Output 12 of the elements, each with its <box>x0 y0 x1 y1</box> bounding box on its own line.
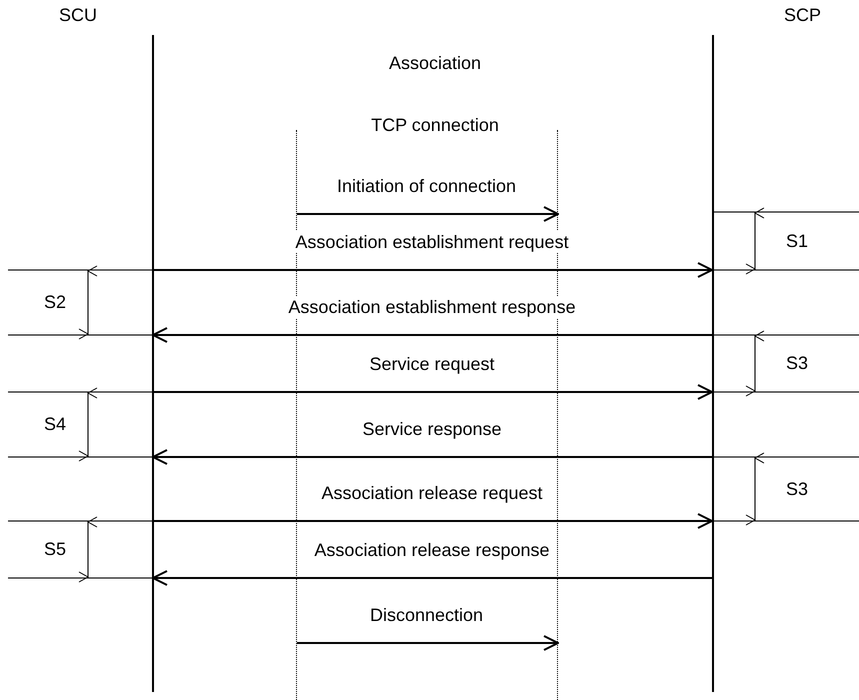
arrow <box>152 449 712 465</box>
arrow <box>153 262 713 278</box>
lifeline-title: SCP <box>784 5 822 26</box>
arrow <box>152 327 712 343</box>
arrow <box>153 513 713 529</box>
edge-label: Association establishment response <box>286 296 578 318</box>
edge-label: Association establishment request <box>293 231 571 253</box>
arrow <box>297 206 559 222</box>
arrow <box>152 570 712 586</box>
arrow <box>297 635 559 651</box>
lifeline-title: SCU <box>59 5 98 26</box>
arrow <box>153 384 713 400</box>
